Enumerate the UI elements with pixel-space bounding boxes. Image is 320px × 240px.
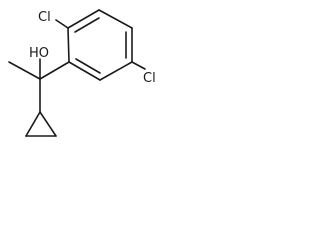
bond-to-cl-top xyxy=(55,19,69,29)
atom-label-cl-top: Cl xyxy=(38,10,51,25)
bond-to-cl-right xyxy=(131,61,146,70)
ring-bond-1 xyxy=(67,9,100,29)
atom-label-hydroxyl: HO xyxy=(29,46,49,61)
cyclopropyl-bond-3 xyxy=(39,111,57,137)
molecule-diagram: Cl Cl HO xyxy=(0,0,188,169)
ring-double-bond-inner-3 xyxy=(75,58,101,74)
ring-bond-5 xyxy=(68,61,101,81)
ring-bond-6 xyxy=(67,27,70,63)
atom-label-cl-right: Cl xyxy=(143,71,156,86)
ring-bond-2 xyxy=(98,9,133,29)
bond-ring-to-center xyxy=(39,61,70,80)
cyclopropyl-bond-1 xyxy=(25,111,41,137)
ring-bond-4 xyxy=(99,61,133,81)
bond-center-to-methyl xyxy=(8,61,41,80)
cyclopropyl-ring xyxy=(25,111,57,137)
ring-double-bond-inner-1 xyxy=(74,17,100,33)
structure-drawing: Cl Cl HO xyxy=(8,9,156,137)
benzene-ring xyxy=(67,9,133,81)
